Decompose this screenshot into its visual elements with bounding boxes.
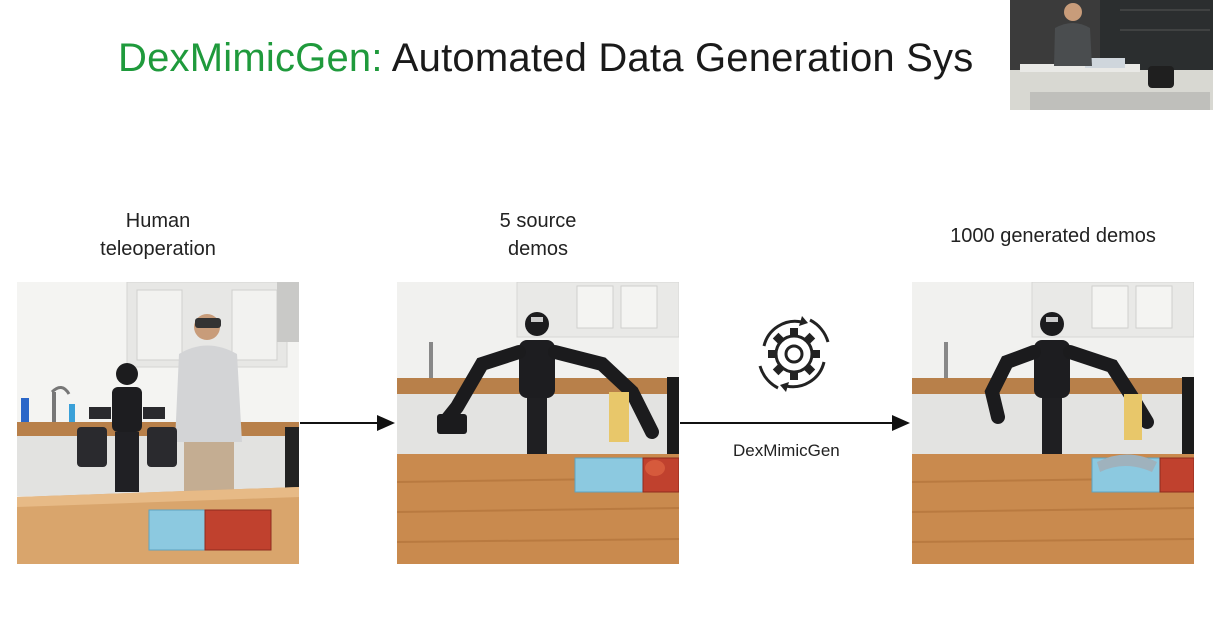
stage-label-line: 1000 generated demos xyxy=(950,225,1156,247)
title-brand: DexMimicGen: xyxy=(118,36,383,80)
teleoperation-image xyxy=(17,282,299,564)
stage-label-generated-demos: 1000 generated demos xyxy=(912,222,1194,250)
stage-label-line: teleoperation xyxy=(100,238,216,260)
webcam-scene xyxy=(1010,0,1213,110)
generated-demo-image xyxy=(912,282,1194,564)
stage-label-line: demos xyxy=(507,238,569,260)
gear-cycle-icon xyxy=(746,306,842,402)
title-rest: Automated Data Generation Sys xyxy=(382,36,974,80)
stage-label-teleoperation: Human teleoperation xyxy=(60,207,256,263)
dexmimicgen-label: DexMimicGen xyxy=(733,441,840,460)
slide-title: DexMimicGen: Automated Data Generation S… xyxy=(118,36,973,81)
stage-label-line: 5 source xyxy=(499,210,577,232)
webcam-overlay xyxy=(1010,0,1213,110)
source-demo-image xyxy=(397,282,679,564)
stage-label-source-demos: 5 source demos xyxy=(440,207,636,263)
stage-label-line: Human xyxy=(125,210,191,232)
